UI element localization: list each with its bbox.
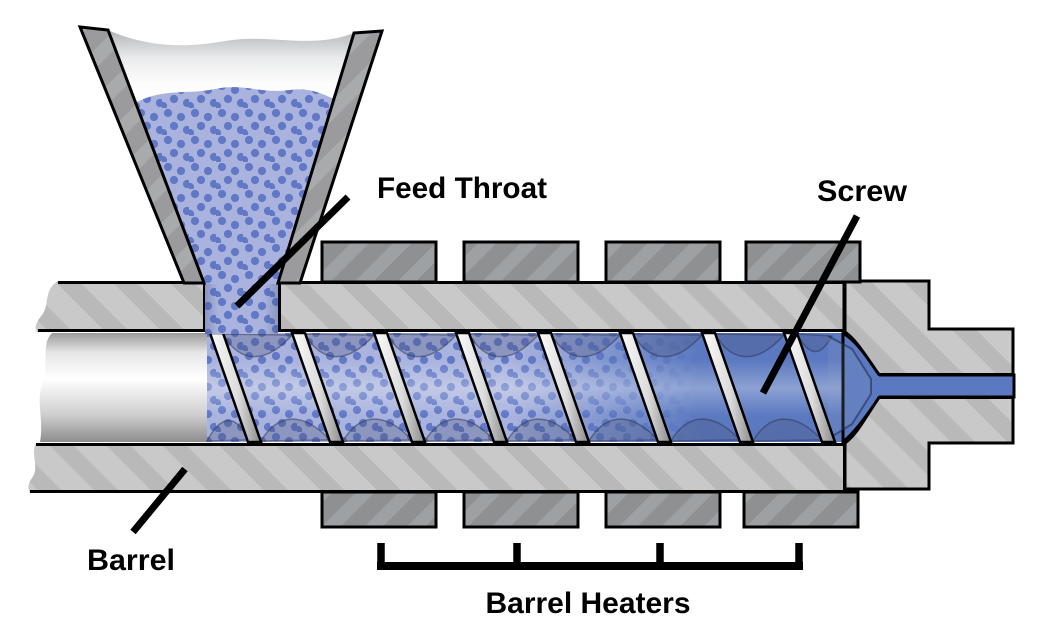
screw-tip <box>827 335 872 440</box>
heater-band <box>320 490 438 529</box>
barrel-walls <box>28 281 846 493</box>
barrel-label: Barrel <box>87 544 175 577</box>
feed-throat-leader-line <box>234 194 351 309</box>
barrel-leader-line <box>130 466 188 535</box>
heater-band <box>744 240 862 284</box>
barrel-heaters-bottom <box>320 490 860 529</box>
barrel-heaters-bracket <box>377 543 803 570</box>
feed-throat-label: Feed Throat <box>377 172 547 205</box>
barrel-bottom-wall <box>28 443 845 493</box>
die-lower-half <box>843 396 1015 491</box>
heater-band <box>320 240 438 284</box>
die-upper-half <box>843 279 1015 376</box>
barrel-heaters-label: Barrel Heaters <box>486 587 691 620</box>
screw-root-shading-top <box>221 333 834 358</box>
hopper-wall-left <box>77 25 207 285</box>
screw-root-shading-bottom <box>205 418 824 442</box>
heater-band <box>742 490 860 529</box>
screw-shank <box>39 333 207 442</box>
screw-flight <box>454 331 509 444</box>
hopper <box>77 25 385 285</box>
barrel-top-wall-left <box>35 281 207 332</box>
hopper-inner-surface <box>108 30 354 102</box>
die-block <box>843 279 1015 491</box>
barrel-heaters-top <box>320 240 862 284</box>
screw-leader-line <box>759 214 861 395</box>
heater-band <box>462 240 580 284</box>
heater-band <box>604 490 722 529</box>
screw-flight <box>618 331 673 444</box>
screw-root-sheen <box>207 360 845 416</box>
hopper-wall-right <box>275 29 385 285</box>
screw-label: Screw <box>817 175 908 208</box>
screw-flight <box>536 331 591 444</box>
screw-flight <box>700 331 755 444</box>
screw-flight <box>372 331 427 444</box>
feed-throat-column <box>205 282 278 334</box>
annotations: Feed Throat Screw Barrel Barrel Heaters <box>87 172 908 620</box>
heater-band <box>462 490 580 529</box>
barrel-top-wall-right <box>278 281 846 332</box>
heater-band <box>604 240 722 284</box>
screw-flight <box>290 331 345 444</box>
